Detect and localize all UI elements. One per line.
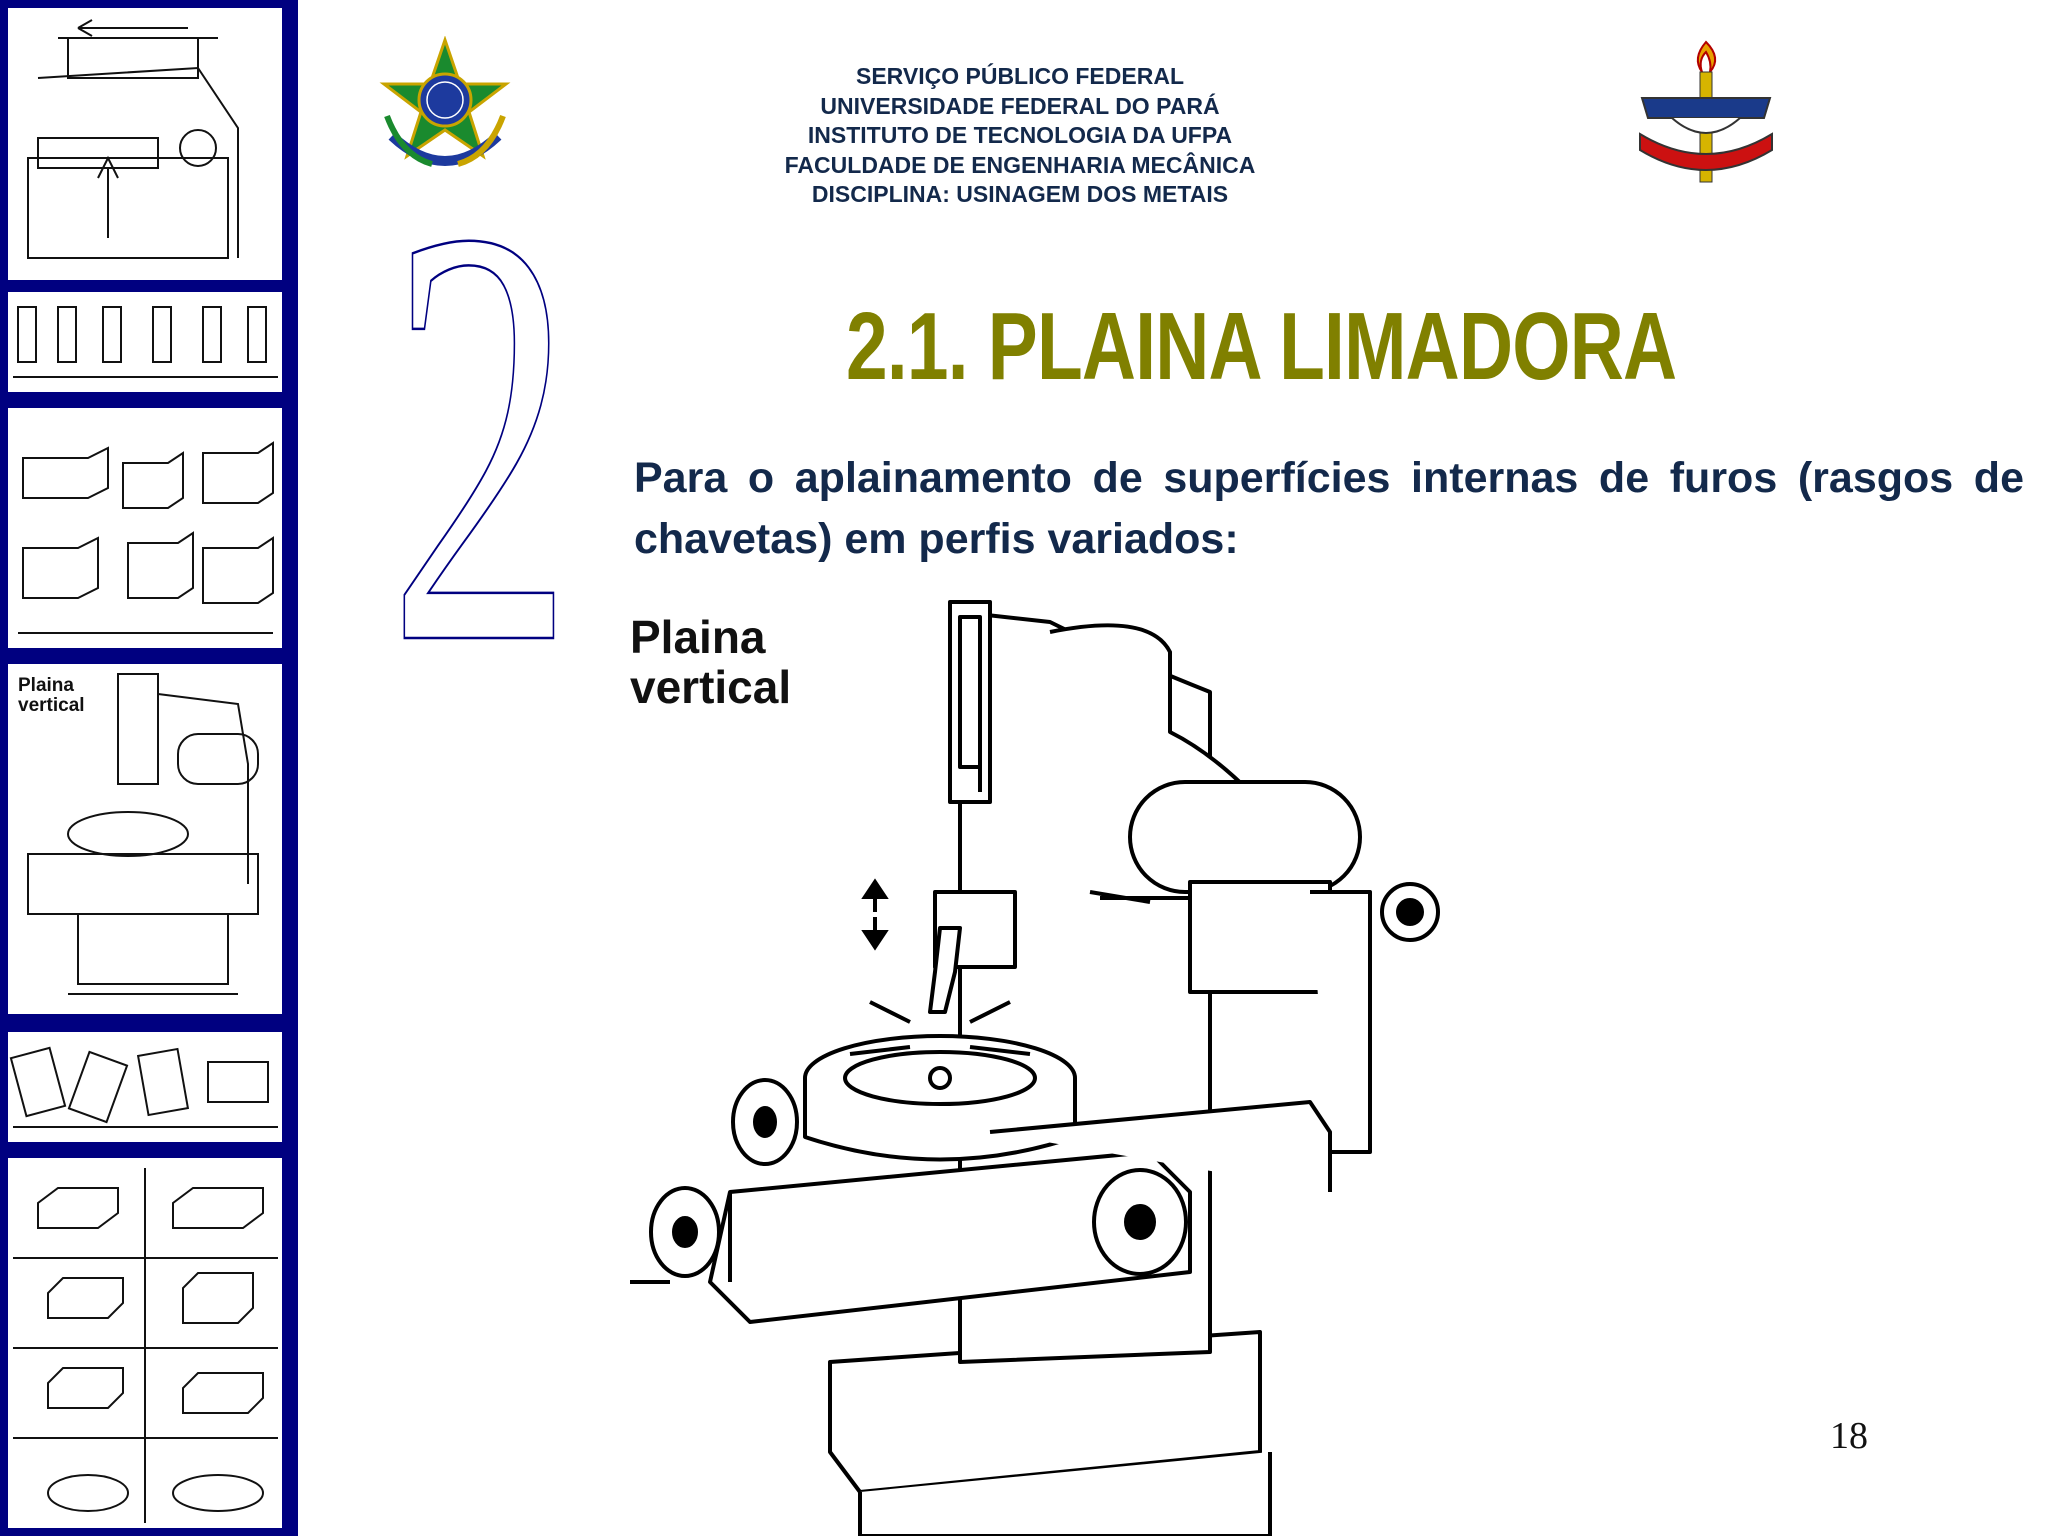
thumbnail-label: Plaina vertical <box>18 675 85 716</box>
section-number-outline: 2 <box>387 188 575 660</box>
header-line: INSTITUTO DE TECNOLOGIA DA UFPA <box>807 122 1233 148</box>
page-number: 18 <box>1830 1415 1868 1457</box>
figure-label: Plaina vertical <box>630 611 792 713</box>
header-line: FACULDADE DE ENGENHARIA MECÂNICA <box>784 151 1256 178</box>
thumbnail-cutting-tools <box>8 292 282 392</box>
shaper-sketch-icon <box>27 19 239 259</box>
thumbnail-machined-surfaces <box>8 408 282 648</box>
tool-holders-sketch-icon <box>9 1046 278 1128</box>
header-line: SERVIÇO PÚBLICO FEDERAL <box>856 63 1184 89</box>
body-paragraph: Para o aplainamento de superfícies inter… <box>634 454 2024 563</box>
header-line: DISCIPLINA: USINAGEM DOS METAIS <box>811 181 1229 207</box>
operations-sketch-icon <box>13 1168 278 1523</box>
surfaces-sketch-icon <box>18 441 274 634</box>
thumbnail-tool-holders <box>8 1032 282 1142</box>
institution-header: SERVIÇO PÚBLICO FEDERAL UNIVERSIDADE FED… <box>700 62 1340 210</box>
brazil-coat-of-arms-icon <box>379 36 511 167</box>
thumbnail-sidebar: Plaina vertical <box>0 0 298 1536</box>
ufpa-emblem-icon <box>1639 40 1773 183</box>
thumbnail-vertical-shaper: Plaina vertical <box>8 664 282 1014</box>
header-line: UNIVERSIDADE FEDERAL DO PARÁ <box>820 92 1220 119</box>
tools-sketch-icon <box>13 306 278 378</box>
vertical-shaper-figure <box>630 600 1440 1536</box>
thumbnail-planing-operations <box>8 1158 282 1528</box>
slide-title: 2.1. PLAINA LIMADORA <box>846 293 1677 400</box>
thumbnail-shaper-machine <box>8 8 282 280</box>
section-number: 2 <box>388 188 574 660</box>
vertical-shaper-mini-icon <box>27 673 259 995</box>
